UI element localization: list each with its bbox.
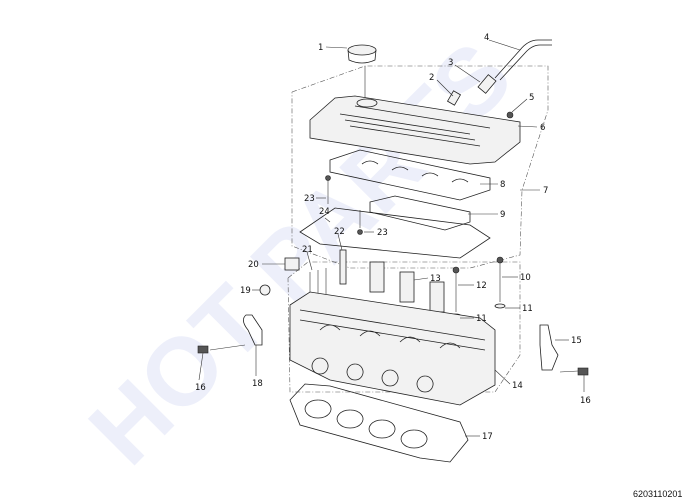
pcv-valve <box>446 90 462 106</box>
cover-filler-neck <box>356 98 378 108</box>
leader-lines <box>198 39 585 437</box>
callout-19: 19 <box>240 286 251 296</box>
callout-20: 20 <box>248 260 259 270</box>
callout-23a: 23 <box>304 194 315 204</box>
callout-16a: 16 <box>195 383 206 393</box>
bolt-12-head <box>452 266 460 274</box>
bolt-23-upper-head <box>325 175 331 181</box>
lifting-bracket-left <box>243 314 263 346</box>
head-group-boundary <box>287 261 521 393</box>
head-gasket-bores <box>304 399 428 449</box>
callout-5: 5 <box>529 93 534 103</box>
bracket-bolt-right <box>577 367 589 376</box>
callout-23b: 23 <box>377 228 388 238</box>
callout-8: 8 <box>500 180 505 190</box>
sensor-20 <box>284 257 300 271</box>
breather-hose-outer <box>499 44 552 81</box>
callout-3: 3 <box>448 58 453 68</box>
cylinder-head <box>289 291 496 406</box>
callout-11b: 11 <box>522 304 533 314</box>
callout-4: 4 <box>484 33 489 43</box>
lifting-bracket-right <box>539 324 559 371</box>
head-gasket <box>289 383 469 463</box>
cylinder-head-cams <box>299 309 486 351</box>
bolt-23-lower-head <box>357 229 363 235</box>
callout-10: 10 <box>520 273 531 283</box>
callout-24: 24 <box>319 207 330 217</box>
washer-11-right <box>494 303 506 309</box>
watermark-text: HOT PARTS <box>69 22 532 485</box>
baffle-plate <box>369 195 471 231</box>
diagram-code: 6203110201 <box>633 489 682 499</box>
cylinder-head-ports <box>311 357 434 393</box>
cover-group-boundary <box>291 65 549 269</box>
tappet-1 <box>369 261 385 293</box>
callout-12: 12 <box>476 281 487 291</box>
callout-11a: 11 <box>476 314 487 324</box>
outer-seal <box>299 207 491 259</box>
callout-18: 18 <box>252 379 263 389</box>
breather-hose <box>494 39 552 79</box>
cover-gasket <box>329 149 491 201</box>
oil-filler-cap <box>347 44 377 56</box>
callout-17: 17 <box>482 432 493 442</box>
hose-fitting <box>477 74 497 94</box>
callout-6: 6 <box>540 123 545 133</box>
callout-7: 7 <box>543 186 548 196</box>
bolt-10-head <box>496 256 504 264</box>
callout-16b: 16 <box>580 396 591 406</box>
cover-nut <box>506 111 514 119</box>
tappet-3 <box>429 281 445 313</box>
bracket-bolt-left <box>197 345 209 354</box>
cover-ribs <box>339 105 491 147</box>
callout-13: 13 <box>430 274 441 284</box>
callout-1: 1 <box>318 43 323 53</box>
callout-15: 15 <box>571 336 582 346</box>
callout-labels: 1 2 3 4 5 6 7 8 9 10 11 11 12 13 14 15 1… <box>195 33 591 442</box>
callout-21: 21 <box>302 245 313 255</box>
cylinder-head-cover <box>309 95 521 165</box>
gasket-holes <box>361 160 469 183</box>
callout-14: 14 <box>512 381 523 391</box>
oil-filler-cap-side <box>347 49 377 64</box>
stud-22 <box>339 249 347 285</box>
callout-22: 22 <box>334 227 345 237</box>
callout-9: 9 <box>500 210 505 220</box>
callout-2: 2 <box>429 73 434 83</box>
tappet-2 <box>399 271 415 303</box>
plug-19 <box>259 284 271 296</box>
